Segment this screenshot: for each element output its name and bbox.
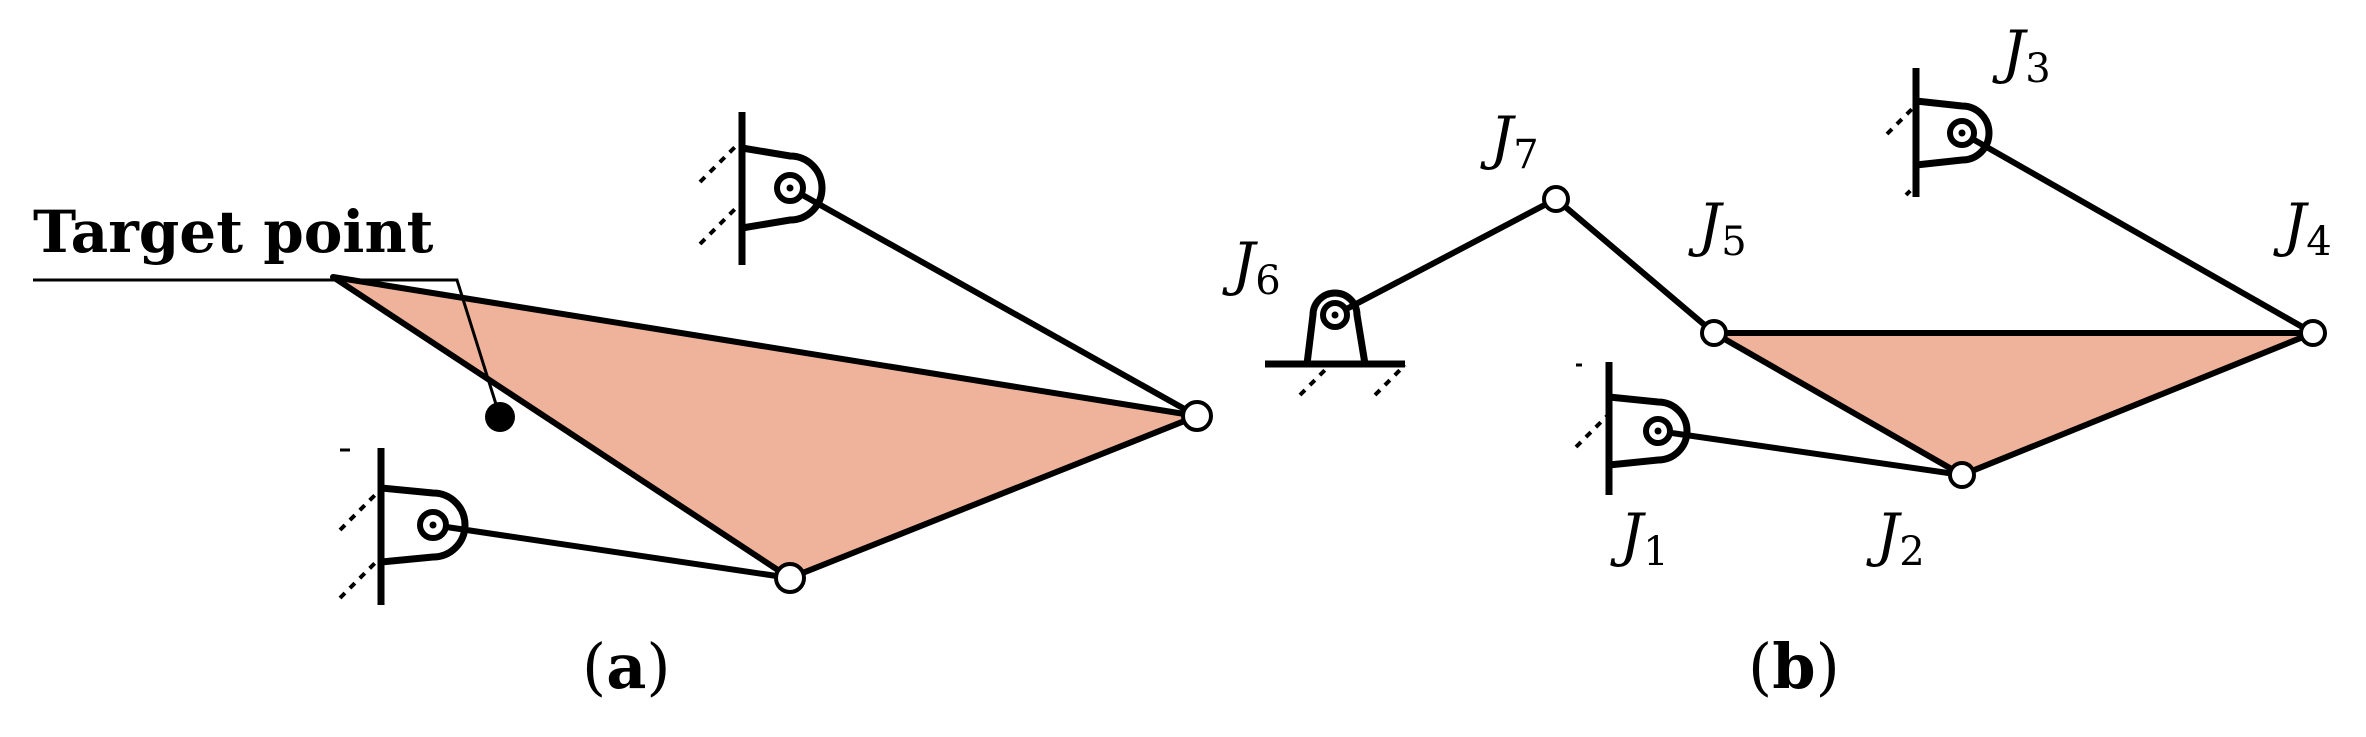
joint-j7 [1542, 185, 1570, 213]
panel-a: Target point (a) [33, 112, 1213, 703]
ground-pivot-j6 [1265, 289, 1407, 397]
label-j6: J6 [1222, 230, 1281, 304]
label-j4: J4 [2273, 191, 2332, 265]
target-point-label: Target point [33, 198, 434, 266]
label-j3: J3 [1992, 18, 2051, 92]
ground-pivot-j3 [1885, 68, 1993, 197]
joint-j5 [1700, 319, 1728, 347]
panel-b: J1 J2 J3 J4 J5 J6 J7 (b) [1222, 18, 2332, 703]
ground-pivot-a-top [698, 112, 826, 265]
joint-j2 [1948, 461, 1976, 489]
joint-a-bottom [774, 562, 806, 594]
joint-j4 [2299, 319, 2327, 347]
joint-a-right [1181, 400, 1213, 432]
dyad-link-b [1333, 195, 1716, 336]
link-j1-j2 [1657, 428, 1963, 478]
link-a-lower [432, 522, 791, 581]
label-j5: J5 [1688, 191, 1747, 265]
link-j3-j4 [1960, 130, 2315, 336]
link-a-upper [788, 185, 1199, 419]
panel-b-label: (b) [1748, 630, 1840, 703]
coupler-triangle-b [1711, 330, 2316, 478]
panel-a-label: (a) [582, 630, 671, 703]
label-j1: J1 [1610, 501, 1669, 575]
ground-pivot-j1 [1574, 362, 1691, 495]
coupler-triangle-a [330, 274, 1200, 581]
label-j7: J7 [1480, 104, 1539, 178]
label-j2: J2 [1866, 501, 1925, 575]
target-leader-line [33, 278, 502, 418]
ground-pivot-a-bottom [338, 448, 469, 605]
